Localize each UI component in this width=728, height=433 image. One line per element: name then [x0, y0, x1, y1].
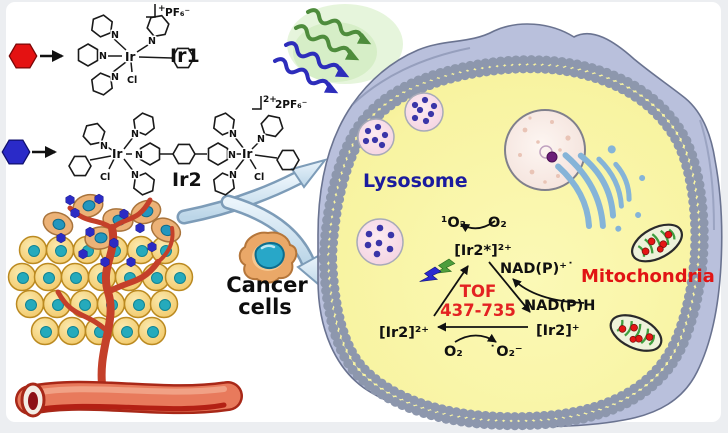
- ir-atom-label: Ir: [242, 147, 252, 161]
- ir2-structure: N N N N N N N N Ir Ir Cl Cl 2+ 2PF₆⁻ Ir2: [1, 95, 307, 198]
- charge-bracket: [252, 96, 262, 110]
- n-atom-label: N: [131, 129, 139, 140]
- ground-state-label: [Ir2]²⁺: [379, 325, 429, 341]
- green-light-wave-icon: [304, 5, 372, 45]
- lysosome-vesicles: [356, 92, 444, 266]
- n-atom-label: N: [229, 170, 237, 181]
- n-atom-label: N: [111, 30, 119, 41]
- ir-atom-label: Ir: [125, 50, 135, 64]
- light-glow: [287, 4, 403, 84]
- superoxide-label: ˙O₂⁻: [489, 344, 523, 360]
- charge-bracket: [146, 4, 156, 18]
- blue-light-wave-icon: [282, 38, 350, 78]
- n-atom-label: N: [148, 36, 156, 47]
- green-light-wave-icon: [292, 21, 360, 61]
- mitochondrion: [609, 314, 663, 352]
- cl-atom-label: Cl: [100, 172, 110, 183]
- nadph-oxidation-arrow: [512, 278, 585, 304]
- cl-atom-label: Cl: [254, 172, 264, 183]
- cancer-cell-icon: [238, 231, 298, 284]
- cycle-arrow-reduction: [488, 261, 531, 313]
- cl-atom-label: Cl: [127, 75, 137, 86]
- ir1-charge: +: [158, 4, 166, 14]
- nadp-radical-label: NAD(P)⁺˙: [500, 261, 574, 277]
- n-atom-label: N: [135, 150, 143, 161]
- nucleolus: [546, 151, 558, 163]
- ir2-name: Ir2: [172, 169, 202, 191]
- blue-hexagon-icon: [1, 139, 31, 165]
- nadph-label: NAD(P)H: [524, 298, 595, 314]
- tumor-illustration: [7, 193, 243, 418]
- red-hexagon-icon: [8, 43, 38, 69]
- lysosome-label: Lysosome: [363, 170, 468, 192]
- ir1-structure: N N N N Ir Cl + PF₆⁻ Ir1: [8, 4, 200, 98]
- oxygen-label: O₂: [488, 215, 507, 231]
- cell-illustration: Lysosome Mitochondria ¹O₂ O₂ [Ir2*]²⁺ NA…: [317, 23, 723, 426]
- mitochondrion: [631, 223, 683, 263]
- blue-light-wave-icon: [271, 54, 339, 94]
- cycle-arrow-excitation: [433, 265, 469, 317]
- singlet-oxygen-arrow: [460, 220, 496, 233]
- tof-range: 437-735: [440, 301, 516, 320]
- superoxide-arrow: [454, 333, 497, 343]
- n-atom-label: N: [100, 141, 108, 152]
- cell-nucleus: [254, 242, 285, 270]
- golgi-apparatus: [555, 145, 646, 232]
- n-atom-label: N: [257, 134, 265, 145]
- tumor-vasculature: [55, 197, 175, 396]
- arrowhead: [290, 158, 328, 189]
- oxygen-label: O₂: [444, 344, 463, 360]
- ir-atom-label: Ir: [112, 147, 122, 161]
- ir1-name: Ir1: [170, 45, 200, 67]
- n-atom-label: N: [99, 51, 107, 62]
- excited-state-label: [Ir2*]²⁺: [454, 243, 511, 259]
- light-irradiation: [271, 4, 403, 94]
- n-atom-label: N: [131, 170, 139, 181]
- n-atom-label: N: [111, 72, 119, 83]
- blood-vessel: [15, 380, 243, 418]
- n-atom-label: N: [229, 129, 237, 140]
- singlet-oxygen-label: ¹O₂: [441, 215, 466, 231]
- reduced-state-label: [Ir2]⁺: [536, 323, 580, 339]
- cancer-cells-label-line2: cells: [238, 295, 292, 319]
- ir2-counterion: 2PF₆⁻: [275, 99, 307, 111]
- ir2-charge: 2+: [263, 95, 277, 105]
- tof-label: TOF: [460, 282, 497, 301]
- cancer-cells-label-line1: Cancer: [226, 273, 308, 297]
- mitochondria-label: Mitochondria: [581, 266, 715, 287]
- ir1-counterion: PF₆⁻: [165, 7, 190, 19]
- photocatalytic-cycle: ¹O₂ O₂ [Ir2*]²⁺ NAD(P)⁺˙ NAD(P)H TOF 437…: [379, 215, 595, 360]
- n-atom-label: N: [228, 150, 236, 161]
